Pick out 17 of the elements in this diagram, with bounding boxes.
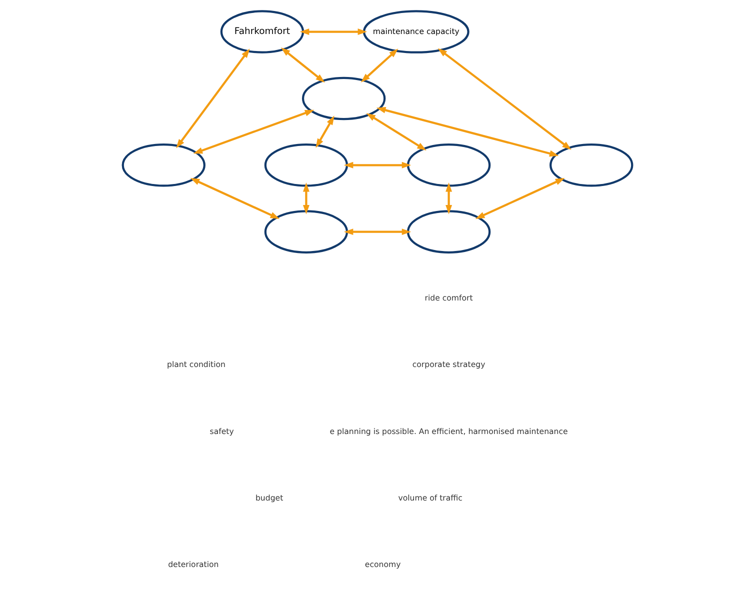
arrow bbox=[192, 110, 314, 154]
arrow bbox=[376, 106, 558, 157]
arrow bbox=[437, 48, 571, 150]
arrow bbox=[280, 47, 324, 83]
arrow bbox=[366, 113, 426, 151]
arrow bbox=[299, 28, 367, 36]
arrow bbox=[445, 182, 452, 214]
arrow bbox=[315, 116, 334, 148]
arrow bbox=[176, 48, 250, 148]
node-ellipse: Fahrkomfort bbox=[220, 10, 304, 54]
arrow bbox=[343, 162, 411, 168]
node-ellipse bbox=[264, 144, 348, 187]
arrow bbox=[474, 178, 564, 219]
arrow bbox=[343, 228, 411, 236]
arrow bbox=[190, 178, 280, 219]
arrow bbox=[360, 48, 398, 82]
arrow bbox=[302, 182, 309, 214]
